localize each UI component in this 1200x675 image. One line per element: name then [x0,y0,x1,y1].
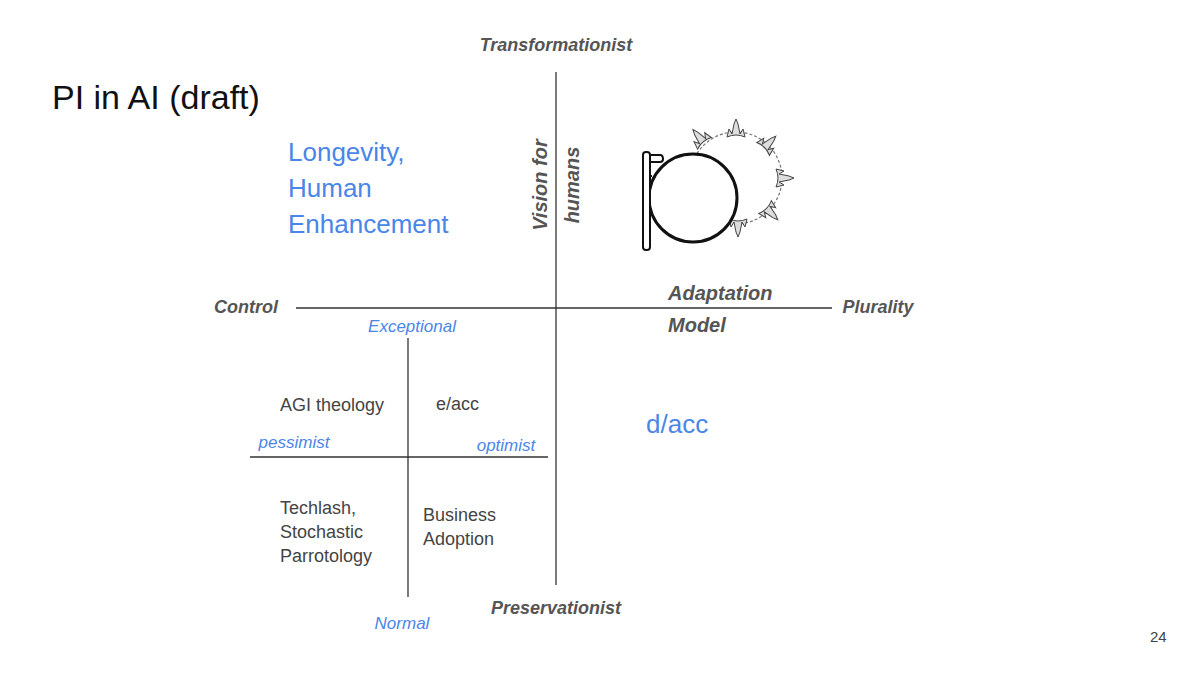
axis-title: Vision for humans [524,125,588,245]
horizontal-axis [296,307,832,308]
logo-stem [643,152,650,250]
quadrant-label: e/acc [436,392,536,416]
page-number: 24 [1150,627,1190,647]
logo-hook [650,155,663,162]
sub-vertical-axis [407,338,408,597]
quadrant-label: Business Adoption [423,503,523,551]
quadrant-label: AGI theology [280,393,410,417]
logo-tuft [776,169,794,187]
sub-horizontal-axis [250,456,548,457]
sub-axis-label: pessimist [234,432,354,454]
axis-label: Transformationist [436,33,676,57]
logo-joint [650,175,652,177]
logo-tuft [759,201,784,226]
model-label: Adaptation Model [668,277,808,341]
axis-label: Control [186,295,306,319]
sub-axis-label: optimist [446,435,566,457]
logo-tuft [727,119,745,137]
sub-axis-label: Normal [342,613,462,635]
quadrant-label: d/acc [646,407,766,441]
vertical-axis [555,72,556,585]
axis-label: Plurality [818,295,938,319]
logo-circle [649,154,737,242]
quadrant-label: Techlash, Stochastic Parrotology [280,496,395,568]
quadrant-label: Longevity, Human Enhancement [288,134,478,242]
logo [643,119,794,250]
logo-tuft [686,124,711,149]
slide-title: PI in AI (draft) [52,77,452,117]
logo-tuft [757,130,782,155]
axis-label: Preservationist [436,596,676,620]
sub-axis-label: Exceptional [342,316,482,338]
